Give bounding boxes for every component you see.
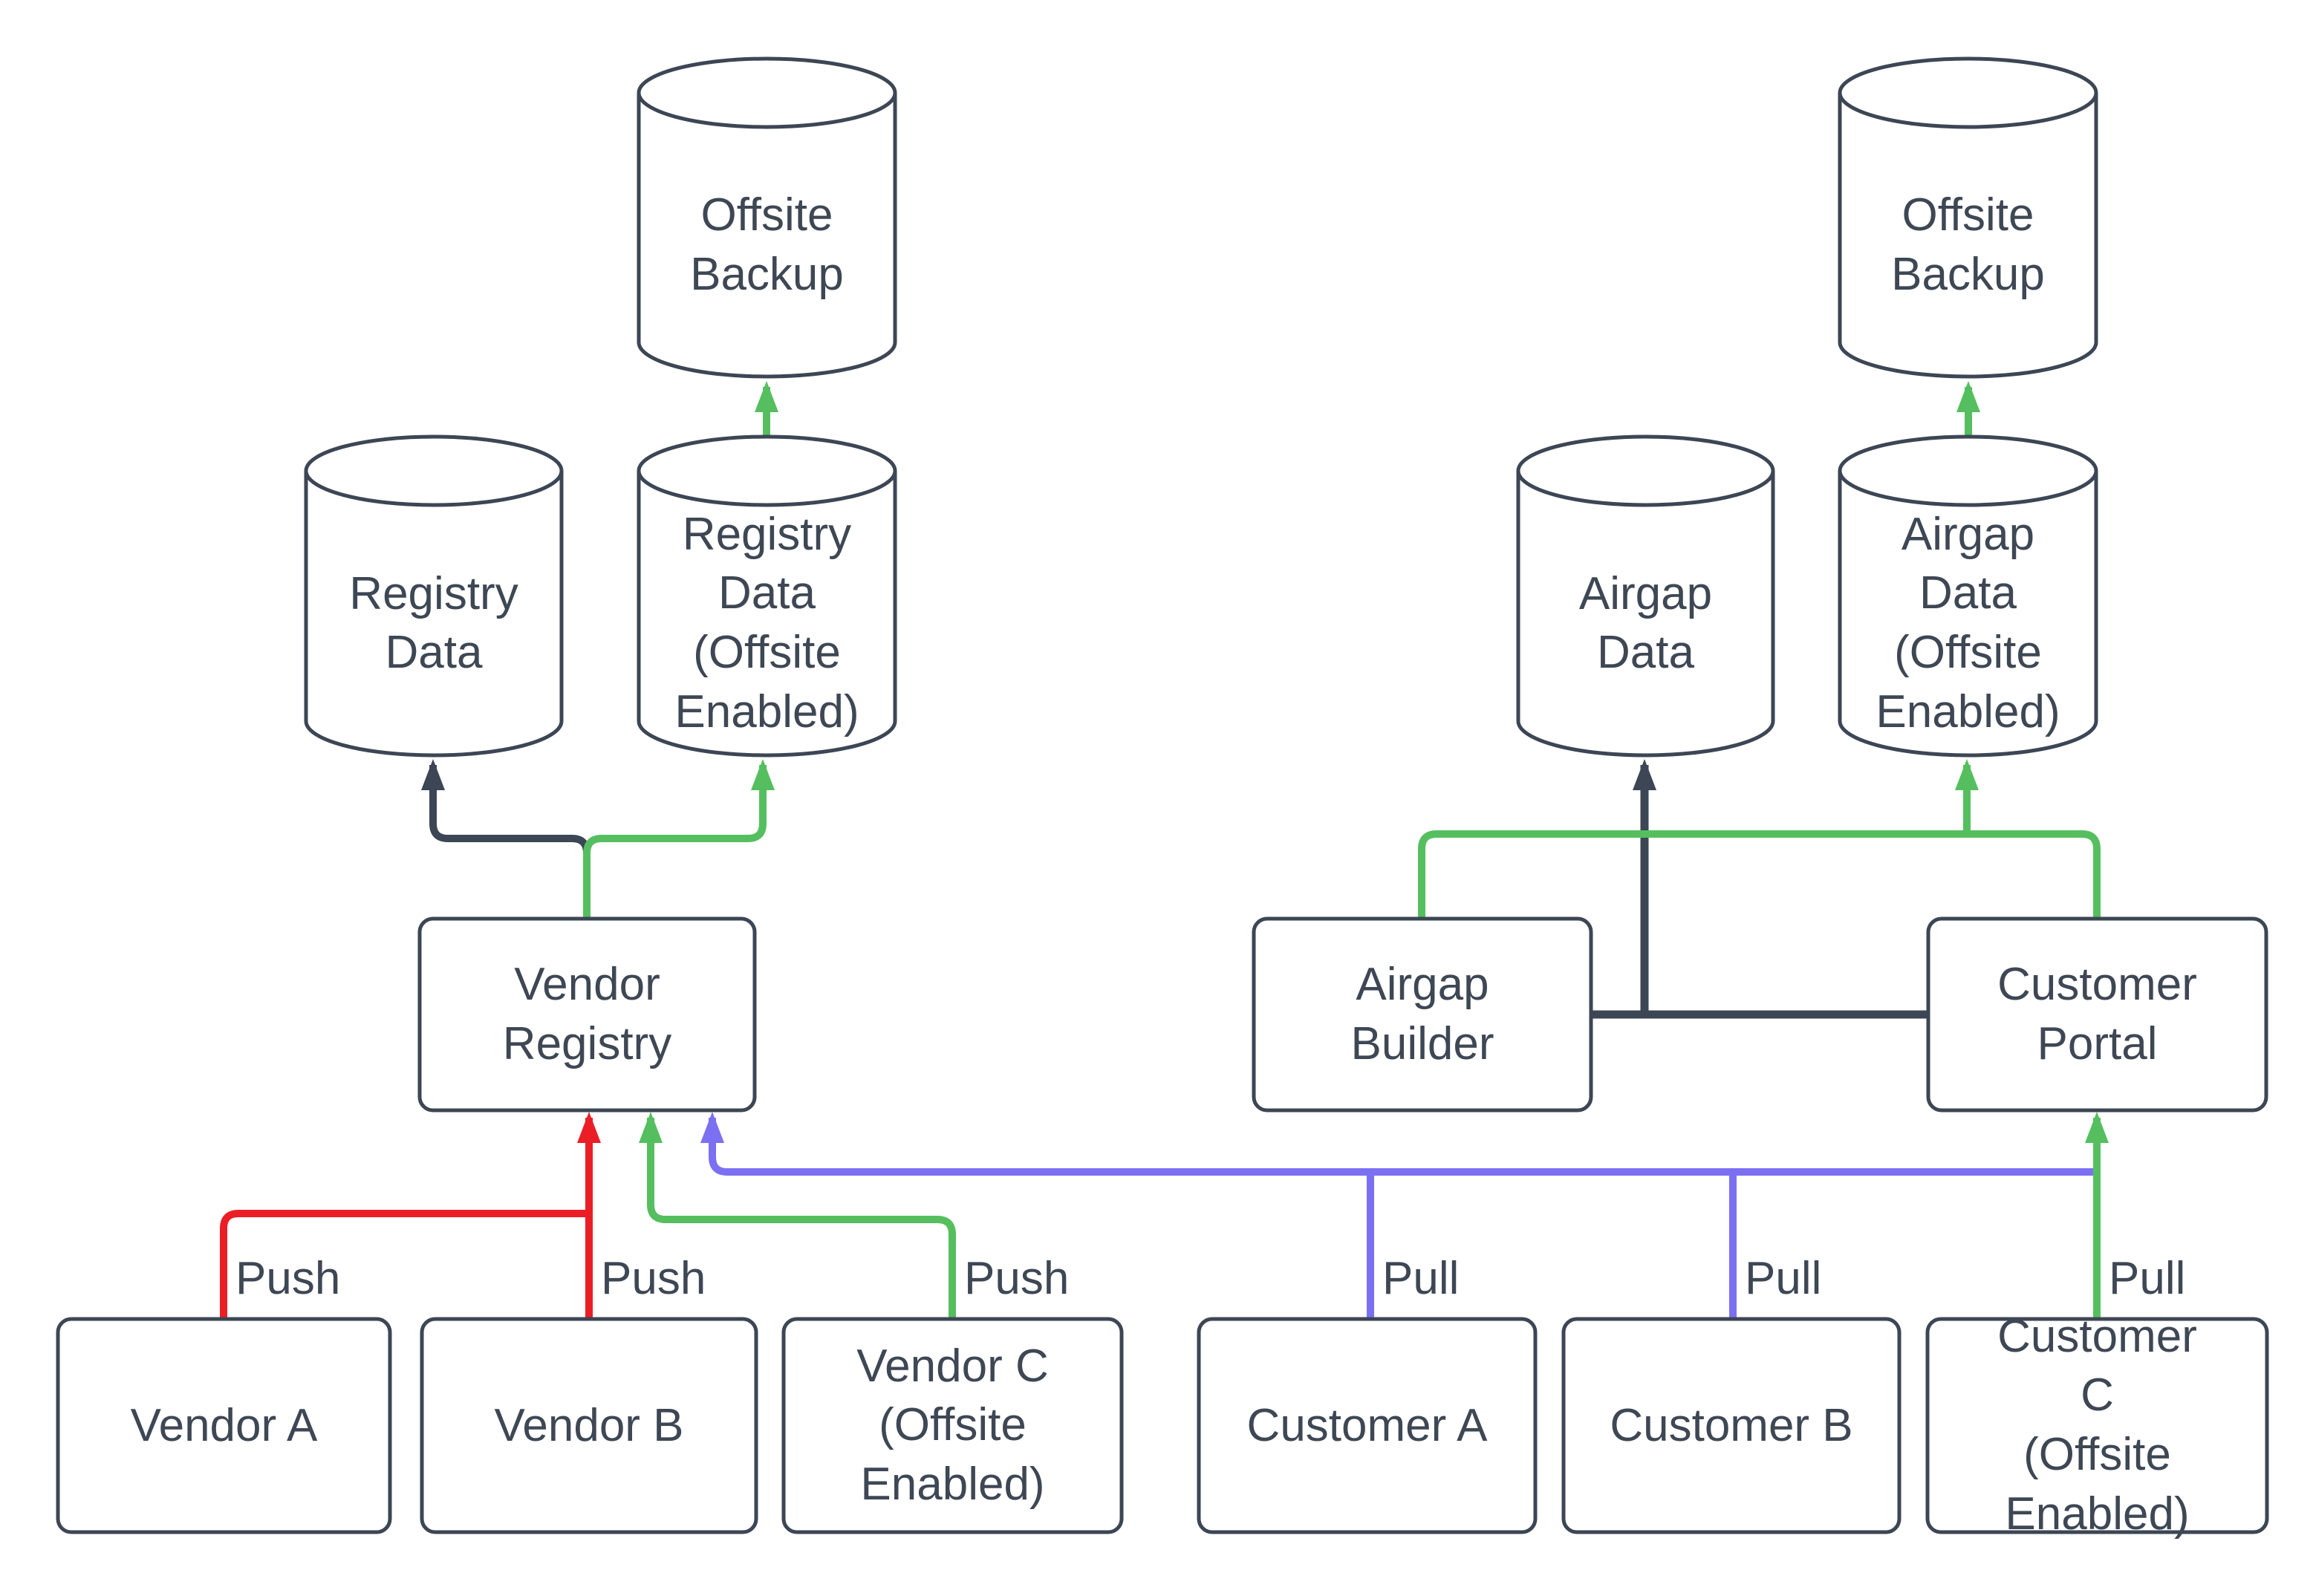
node-customer-portal [1926, 916, 2268, 1113]
node-airgap-builder [1252, 916, 1593, 1113]
pull-customer-a-label: Pull [1382, 1253, 1460, 1304]
edge-vendor-a-push-line [220, 1210, 586, 1319]
node-vendor-c [781, 1317, 1124, 1534]
node-vendor-a [56, 1317, 392, 1534]
vendor-c-label: Vendor C (Offsite Enabled) [856, 1340, 1049, 1511]
node-customer-a [1197, 1317, 1538, 1534]
edge-vendor-registry-to-registry-data-offsite [583, 759, 775, 919]
pull-customer-c-label: Pull [2109, 1253, 2186, 1304]
offsite-backup-right-label: Offsite Backup [1891, 189, 2045, 300]
node-customer-b [1561, 1317, 1902, 1534]
push-vendor-b-label: Push [601, 1253, 706, 1304]
registry-data-label: Registry Data [349, 567, 518, 679]
node-airgap-data [1516, 434, 1775, 758]
offsite-backup-left-label: Offsite Backup [690, 189, 844, 300]
customer-c-label: Customer C (Offsite Enabled) [1997, 1310, 2197, 1540]
vendor-b-label: Vendor B [494, 1399, 684, 1451]
node-offsite-backup-left [637, 56, 897, 379]
edge-vendor-registry-to-registry-data [421, 759, 591, 919]
node-registry-data [304, 434, 564, 758]
pull-customer-b-label: Pull [1745, 1253, 1822, 1304]
vendor-a-label: Vendor A [130, 1399, 318, 1451]
customer-portal-label: Customer Portal [1997, 959, 2197, 1069]
registry-data-offsite-label: Registry Data (Offsite Enabled) [674, 508, 859, 738]
push-vendor-a-label: Push [235, 1253, 341, 1304]
node-airgap-data-offsite [1838, 434, 2098, 758]
vendor-registry-label: Vendor Registry [502, 959, 672, 1069]
node-customer-c [1925, 1317, 2269, 1534]
edge-vendor-c-push-line [639, 1112, 956, 1319]
edge-customer-pull-bus [700, 1112, 2095, 1176]
airgap-data-offsite-label: Airgap Data (Offsite Enabled) [1876, 508, 2060, 738]
node-registry-data-offsite [637, 434, 897, 758]
customer-a-label: Customer A [1246, 1399, 1488, 1451]
node-vendor-b [420, 1317, 758, 1534]
node-offsite-backup-right [1838, 56, 2098, 379]
airgap-data-label: Airgap Data [1578, 567, 1713, 679]
push-vendor-c-label: Push [964, 1253, 1070, 1304]
airgap-builder-label: Airgap Builder [1350, 959, 1494, 1069]
customer-b-label: Customer B [1610, 1399, 1853, 1451]
node-vendor-registry [417, 916, 757, 1113]
edge-green-bus-builder-portal [1418, 830, 2101, 919]
